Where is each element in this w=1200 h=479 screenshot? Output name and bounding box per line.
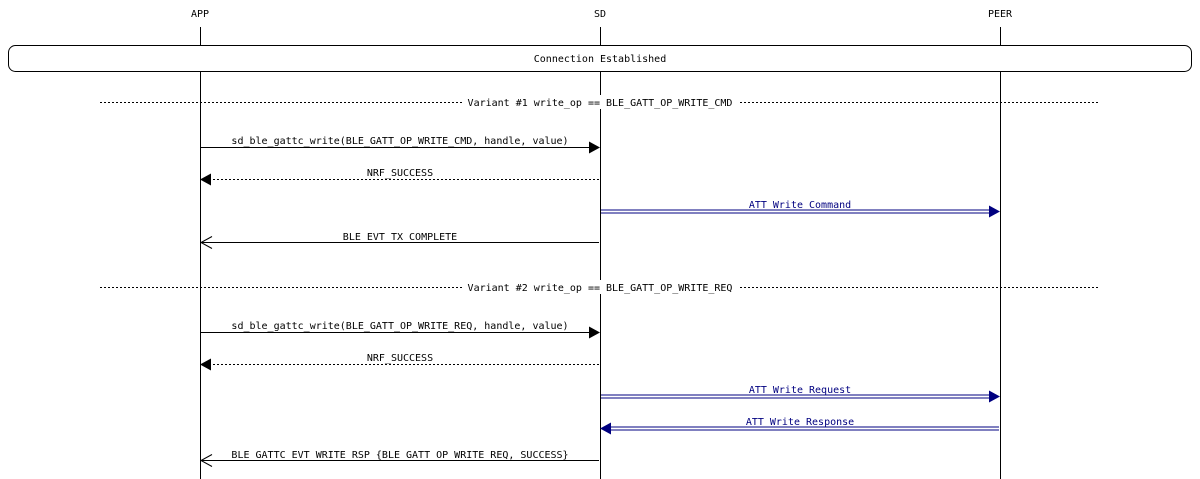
participant-sd: SD: [594, 9, 606, 20]
message-m8-label: ATT Write Response: [746, 417, 854, 428]
connection-established-box: [8, 45, 1192, 72]
message-m5-label: sd_ble_gattc_write(BLE_GATT_OP_WRITE_REQ…: [231, 321, 568, 332]
message-m1-label: sd_ble_gattc_write(BLE_GATT_OP_WRITE_CMD…: [231, 136, 568, 147]
variant-1-label: Variant #1 write_op == BLE_GATT_OP_WRITE…: [468, 98, 733, 109]
message-m7-label: ATT Write Request: [749, 385, 851, 396]
connection-established-label: Connection Established: [534, 54, 666, 65]
message-m3-label: ATT Write Command: [749, 200, 851, 211]
message-m2-label: NRF_SUCCESS: [367, 168, 433, 179]
variant-2-label-bg: [464, 280, 738, 294]
message-m9-label: BLE_GATTC_EVT_WRITE_RSP {BLE_GATT_OP_WRI…: [231, 450, 568, 461]
variant-1-label-bg: [464, 95, 738, 109]
participant-app: APP: [191, 9, 209, 20]
arrowhead-m2: [200, 173, 211, 186]
arrowhead-m6: [200, 358, 211, 371]
arrowhead-m1: [589, 141, 600, 154]
message-m6-label: NRF_SUCCESS: [367, 353, 433, 364]
variant-2-label: Variant #2 write_op == BLE_GATT_OP_WRITE…: [468, 283, 733, 294]
arrowhead-m5: [589, 326, 600, 339]
message-m4-label: BLE_EVT_TX_COMPLETE: [343, 232, 457, 243]
arrowhead-m4: [199, 236, 213, 249]
arrowhead-m3: [989, 205, 1000, 218]
arrowhead-m8: [600, 422, 611, 435]
arrowhead-m7: [989, 390, 1000, 403]
arrowhead-m9: [199, 454, 213, 467]
participant-peer: PEER: [988, 9, 1013, 20]
